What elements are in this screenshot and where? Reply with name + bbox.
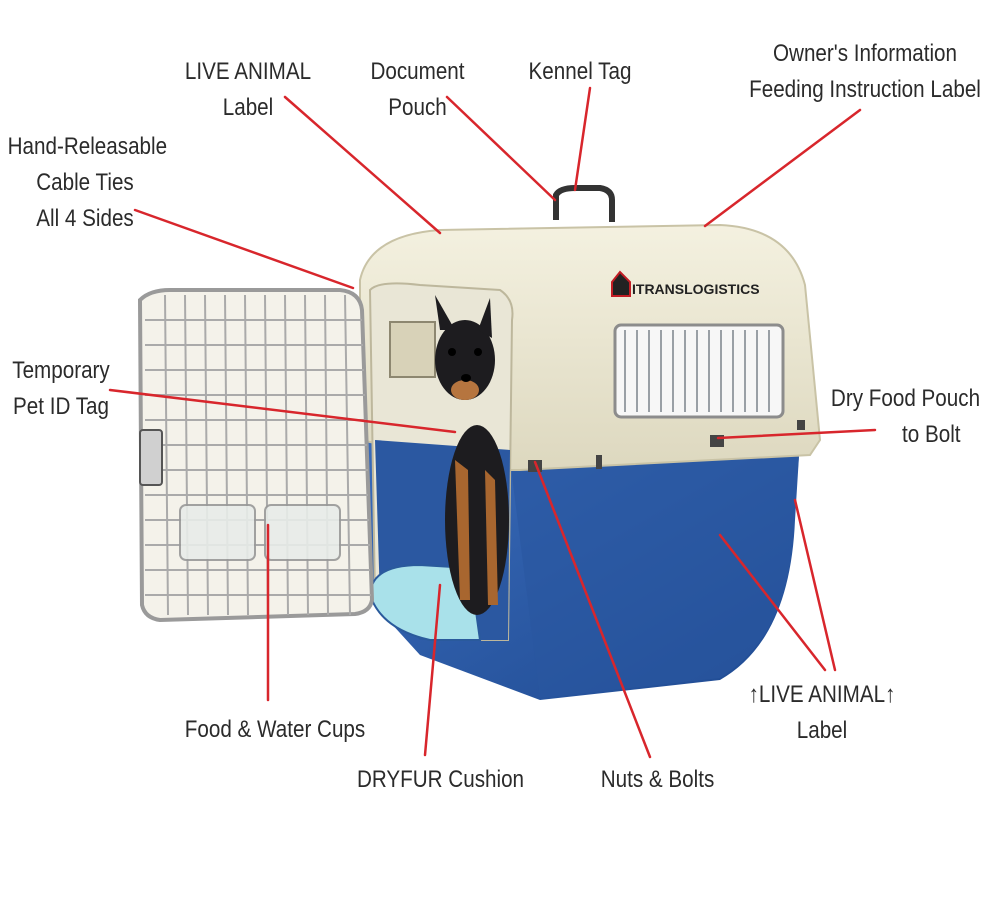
leader-pet-id-tag <box>108 388 457 434</box>
leader-live-animal-top <box>283 95 442 235</box>
label-live-animal-top: LIVE ANIMAL Label <box>179 54 317 126</box>
brand-name: ITRANSLOGISTICS <box>632 281 760 297</box>
label-cable-ties: Hand-Releasable Cable Ties All 4 Sides <box>7 129 168 237</box>
label-line: Dry Food Pouch <box>830 385 981 412</box>
label-line: Kennel Tag <box>528 58 632 85</box>
label-line: Temporary <box>12 357 110 384</box>
label-line: LIVE ANIMAL <box>184 58 312 85</box>
label-nuts-bolts: Nuts & Bolts <box>591 762 724 798</box>
label-line: All 4 Sides <box>36 205 134 232</box>
label-owners-information: Owner's Information Feeding Instruction … <box>740 36 989 108</box>
label-line: Label <box>222 94 274 121</box>
label-line: ↑LIVE ANIMAL↑ <box>748 681 896 708</box>
label-line: to Bolt <box>902 421 961 448</box>
leader-cable-ties <box>133 208 355 290</box>
kennel-door <box>137 288 375 623</box>
label-line: Feeding Instruction Label <box>749 76 981 103</box>
leader-dry-food-pouch <box>716 428 877 440</box>
label-live-animal-bottom: ↑LIVE ANIMAL↑ Label <box>736 677 908 749</box>
leader-owners-info <box>703 108 862 228</box>
label-food-water-cups: Food & Water Cups <box>185 712 366 748</box>
leader-dryfur-cushion <box>423 583 442 757</box>
leader-live-animal-bottom-a <box>718 533 827 672</box>
label-line: Nuts & Bolts <box>600 766 715 793</box>
label-line: Pet ID Tag <box>13 393 109 420</box>
dog <box>435 295 509 615</box>
leader-lines <box>108 86 877 759</box>
label-line: Hand-Releasable <box>7 133 168 160</box>
label-line: Cable Ties <box>36 169 134 196</box>
leader-live-animal-bottom-b <box>793 498 837 672</box>
leader-document-pouch <box>445 95 557 202</box>
label-dry-food-pouch: Dry Food Pouch to Bolt <box>822 381 990 453</box>
label-line: Food & Water Cups <box>184 716 366 743</box>
leader-kennel-tag <box>573 86 592 192</box>
leader-nuts-bolts <box>533 460 652 759</box>
label-line: DRYFUR Cushion <box>356 766 525 793</box>
label-pet-id-tag: Temporary Pet ID Tag <box>9 353 114 425</box>
label-line: Pouch <box>388 94 447 121</box>
label-kennel-tag: Kennel Tag <box>520 54 640 90</box>
label-document-pouch: Document Pouch <box>359 54 475 126</box>
label-dryfur-cushion: DRYFUR Cushion <box>348 762 533 798</box>
label-line: Document <box>370 58 465 85</box>
label-line: Label <box>796 717 848 744</box>
brand-logo-icon <box>611 270 631 297</box>
label-line: Owner's Information <box>772 40 958 67</box>
